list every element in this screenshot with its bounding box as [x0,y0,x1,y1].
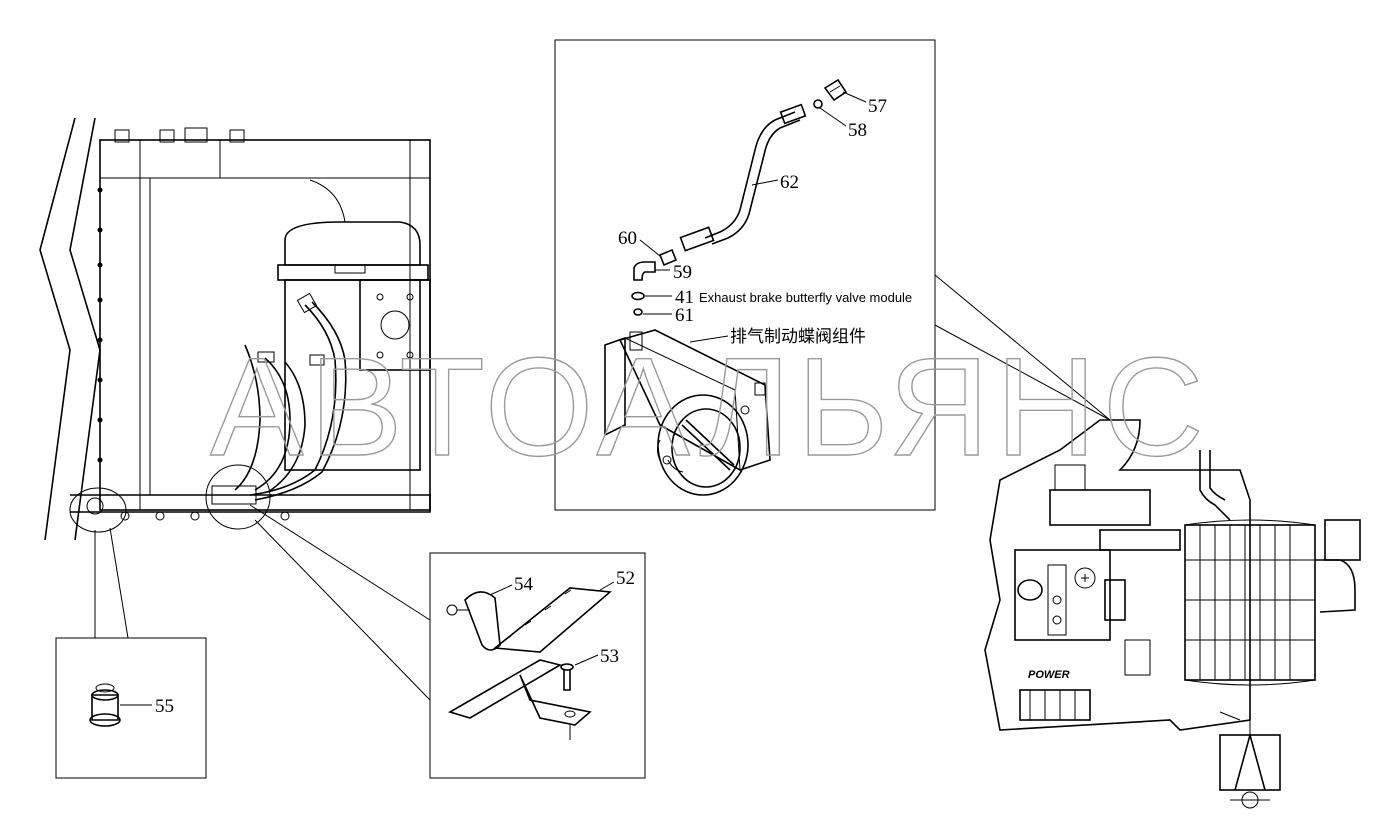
air-tank [277,179,431,471]
engine-badge: POWER [1028,669,1070,681]
leader-lines [94,274,1111,701]
callout-62: 62 [780,172,799,193]
bushing-part [89,683,121,727]
fitting-57 [823,78,848,102]
washer-41 [631,291,645,301]
washer-58 [813,99,823,109]
butterfly-valve [604,329,771,496]
callout-59: 59 [673,262,692,283]
callout-41: 41 [675,287,694,308]
caption-english: Exhaust brake butterfly valve module [699,290,912,305]
fan-bracket [1219,711,1281,809]
frame-tank-assembly [39,117,431,541]
callout-58: 58 [848,120,867,141]
rail-holes [97,187,103,463]
engine-block [1014,450,1231,721]
callout-54: 54 [514,574,534,595]
elbow-59 [633,261,656,281]
ring-61 [633,308,643,316]
callout-61: 61 [675,305,694,326]
inset-bushing: 55 [55,637,207,779]
nut-60 [658,248,678,267]
bolt-part [560,663,574,691]
air-cleaner [1184,519,1361,686]
inset-exhaust-brake: 57 58 62 60 59 41 Exhaust brake butterfl… [554,39,936,511]
callout-57: 57 [868,96,887,117]
inset-clamp: 54 52 53 [429,552,646,779]
callout-53: 53 [600,646,619,667]
air-hoses [211,292,347,505]
engine-view: POWER [984,419,1361,809]
callout-52: 52 [616,568,635,589]
bracket-part [447,659,592,740]
watermark: АВТОАЛЬЯНС [210,328,1210,485]
strip-part [492,587,612,653]
callout-60: 60 [618,228,637,249]
caption-chinese: 排气制动蝶阀组件 [730,327,866,347]
clip-part [446,591,501,651]
callout-55: 55 [155,696,174,717]
